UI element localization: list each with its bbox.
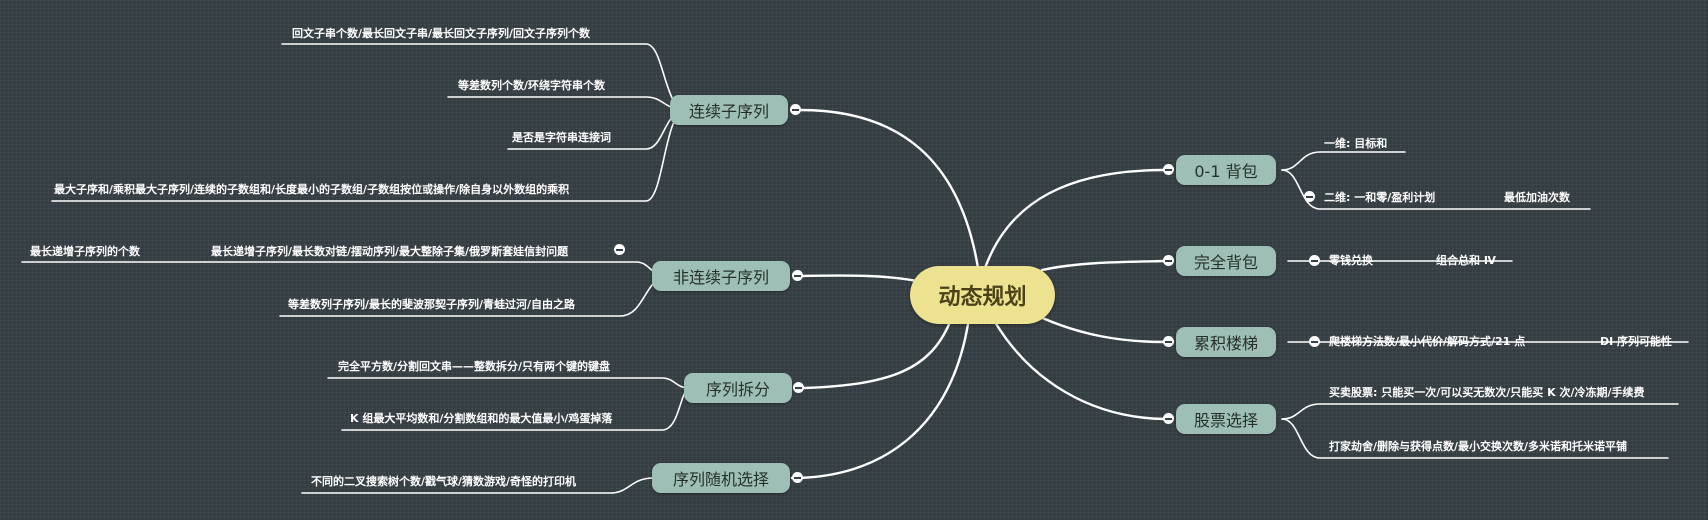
branch-continuous-subsequence[interactable]: 连续子序列	[670, 95, 788, 125]
collapse-toggle-icon[interactable]	[1309, 336, 1320, 347]
leaf-combination-sum-iv[interactable]: 组合总和 Ⅳ	[1436, 254, 1496, 267]
branch-sequence-random-choice[interactable]: 序列随机选择	[652, 463, 790, 493]
leaf-house-robber-problems[interactable]: 打家劫舍/删除与获得点数/最小交换次数/多米诺和托米诺平铺	[1329, 440, 1628, 453]
branch-noncontiguous-subsequence[interactable]: 非连续子序列	[652, 261, 790, 291]
branch-complete-knapsack[interactable]: 完全背包	[1176, 246, 1276, 276]
link-root-complete	[1040, 259, 1167, 272]
collapse-toggle-icon[interactable]	[1304, 191, 1315, 202]
leaf-largest-sum-of-averages[interactable]: K 组最大平均数和/分割数组和的最大值最小/鸡蛋掉落	[350, 412, 613, 425]
collapse-toggle-icon[interactable]	[1163, 413, 1174, 424]
leaf-arithmetic-slices[interactable]: 等差数列个数/环绕字符串个数	[458, 79, 606, 92]
leaf-max-subarray-problems[interactable]: 最大子序和/乘积最大子序列/连续的子数组和/长度最小的子数组/子数组按位或操作/…	[54, 183, 570, 196]
collapse-toggle-icon[interactable]	[1163, 164, 1174, 175]
collapse-toggle-icon[interactable]	[1309, 255, 1320, 266]
leaf-ones-and-zeroes[interactable]: 二维: 一和零/盈利计划	[1324, 191, 1436, 204]
root-topic-node[interactable]: 动态规划	[910, 266, 1055, 324]
leaf-palindrome-problems[interactable]: 回文子串个数/最长回文子串/最长回文子序列/回文子序列个数	[292, 27, 591, 40]
collapse-toggle-icon[interactable]	[1163, 336, 1174, 347]
collapse-toggle-icon[interactable]	[793, 382, 804, 393]
collapse-toggle-icon[interactable]	[614, 244, 625, 255]
collapse-toggle-icon[interactable]	[792, 472, 803, 483]
collapse-toggle-icon[interactable]	[1163, 255, 1174, 266]
branch-01-knapsack[interactable]: 0-1 背包	[1176, 155, 1276, 185]
branch-stock-selection[interactable]: 股票选择	[1176, 404, 1276, 434]
link-root-stock	[993, 320, 1167, 421]
branch-sequence-split[interactable]: 序列拆分	[684, 373, 792, 403]
leaf-longest-increasing-subsequence[interactable]: 最长递增子序列/最长数对链/摆动序列/最大整除子集/俄罗斯套娃信封问题	[211, 245, 569, 258]
leaf-stock-problems[interactable]: 买卖股票: 只能买一次/可以买无数次/只能买 K 次/冷冻期/手续费	[1329, 386, 1645, 399]
collapse-toggle-icon[interactable]	[792, 270, 803, 281]
leaf-lis-count[interactable]: 最长递增子序列的个数	[30, 245, 140, 258]
link-root-split	[802, 320, 952, 390]
link-root-knapsack01	[983, 168, 1167, 270]
link-root-noncontiguous	[798, 274, 924, 284]
leaf-climbing-stairs-problems[interactable]: 爬楼梯方法数/最小代价/解码方式/21 点	[1329, 335, 1526, 348]
collapse-toggle-icon[interactable]	[790, 104, 801, 115]
link-root-stairs	[1036, 314, 1167, 344]
leaf-target-sum[interactable]: 一维: 目标和	[1324, 137, 1388, 150]
leaf-min-refuel-stops[interactable]: 最低加油次数	[1504, 191, 1570, 204]
leaf-arithmetic-subsequence[interactable]: 等差数列子序列/最长的斐波那契子序列/青蛙过河/自由之路	[288, 298, 576, 311]
leaf-di-sequence[interactable]: DI 序列可能性	[1600, 335, 1673, 348]
leaf-concatenated-words[interactable]: 是否是字符串连接词	[512, 131, 611, 144]
link-root-continuous	[798, 108, 980, 270]
leaf-coin-change[interactable]: 零钱兑换	[1329, 254, 1373, 267]
leaf-perfect-squares[interactable]: 完全平方数/分割回文串——整数拆分/只有两个键的键盘	[338, 360, 611, 373]
link-root-random	[790, 322, 970, 480]
leaf-unique-bst[interactable]: 不同的二叉搜索树个数/戳气球/猜数游戏/奇怪的打印机	[311, 475, 577, 488]
branch-climbing-stairs[interactable]: 累积楼梯	[1176, 327, 1276, 357]
